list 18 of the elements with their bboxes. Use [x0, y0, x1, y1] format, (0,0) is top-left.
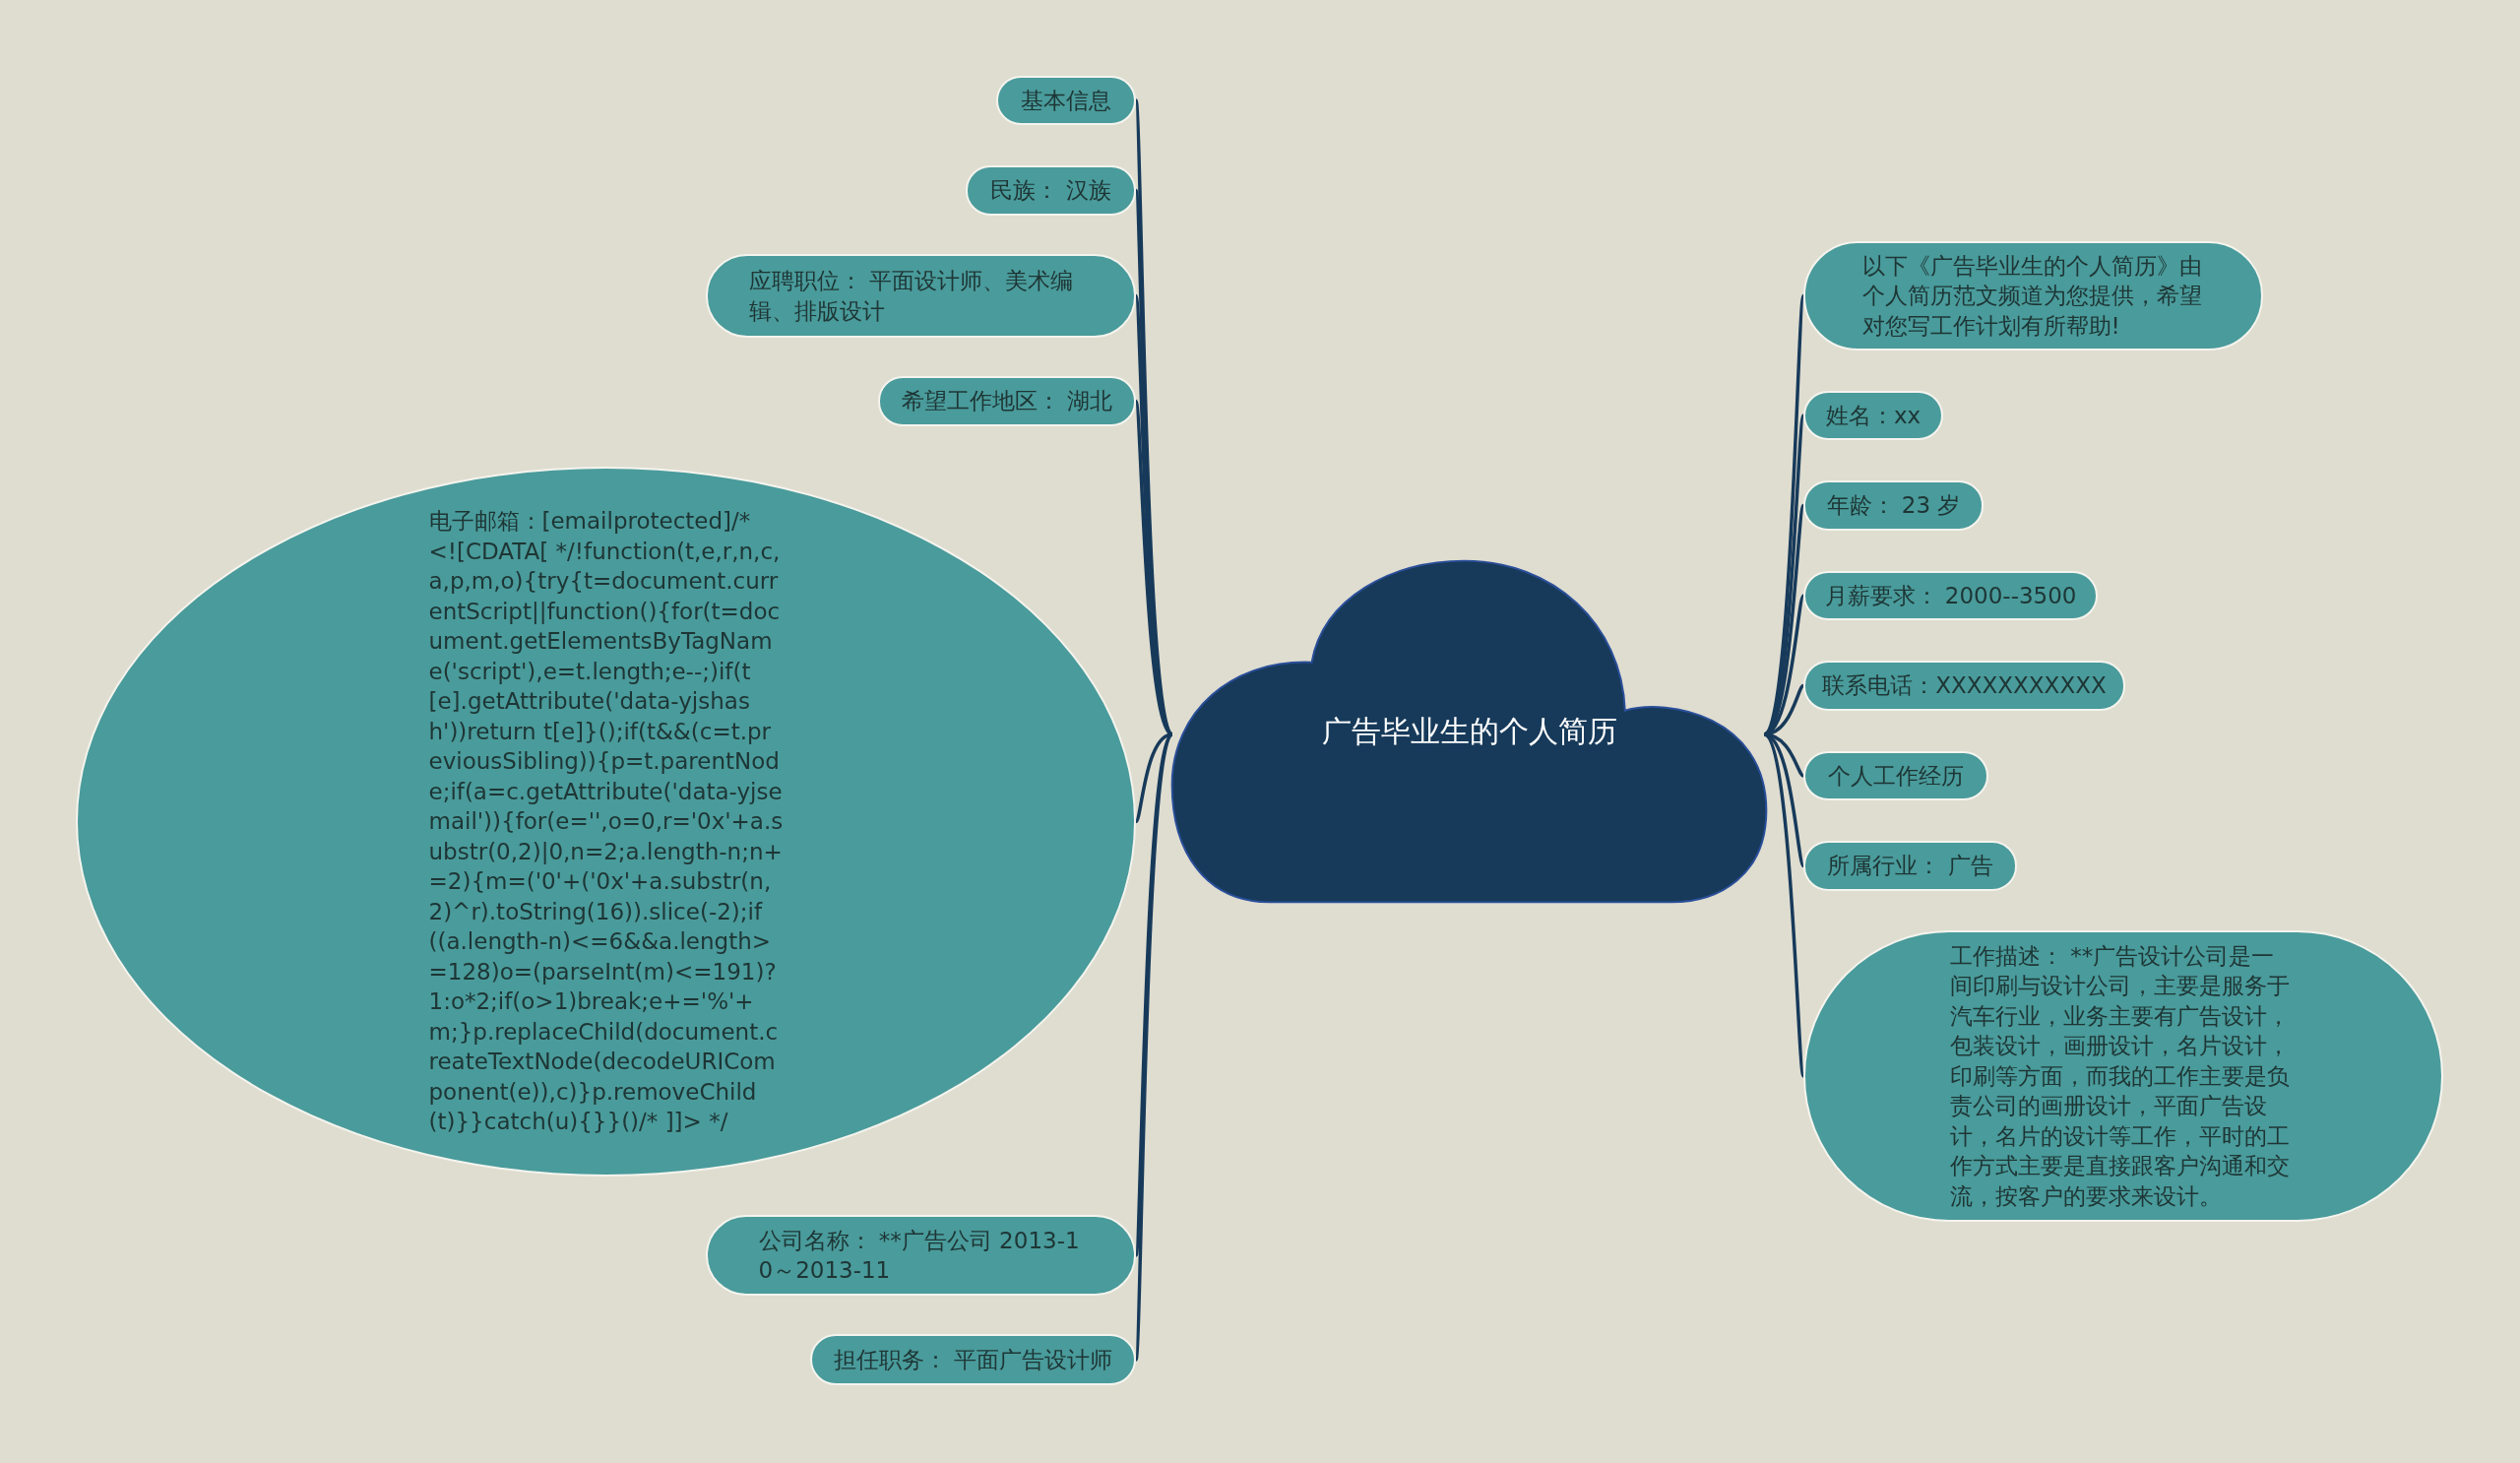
topic-bubble: 所属行业： 广告	[1803, 841, 2017, 891]
topic-bubble: 担任职务： 平面广告设计师	[810, 1334, 1136, 1385]
topic-bubble: 基本信息	[996, 76, 1136, 125]
topic-bubble: 公司名称： **广告公司 2013-10～2013-11	[706, 1215, 1136, 1296]
topic-bubble: 民族： 汉族	[966, 165, 1136, 216]
topic-bubble: 以下《广告毕业生的个人简历》由个人简历范文频道为您提供，希望对您写工作计划有所帮助!	[1803, 241, 2263, 350]
topic-bubble: 工作描述： **广告设计公司是一间印刷与设计公司，主要是服务于汽车行业，业务主要有广告设计，包装设计，画册设计，名片设计，印刷等方面，而我的工作主要是负责公司的画册设计，平面广告设计，名片的设计等工作，平时的工作方式主要是直接跟客户沟通和交流，按客户的要求来设计。	[1803, 930, 2443, 1222]
central-topic: 广告毕业生的个人简历	[1321, 712, 1617, 750]
topic-bubble: 年龄： 23 岁	[1803, 480, 1984, 531]
topic-bubble: 姓名：xx	[1803, 391, 1943, 440]
cloud-shape	[1170, 559, 1768, 904]
topic-bubble: 月薪要求： 2000--3500	[1803, 571, 2098, 620]
topic-bubble: 应聘职位： 平面设计师、美术编辑、排版设计	[706, 254, 1136, 338]
topic-bubble: 电子邮箱：[emailprotected]/* <![CDATA[ */!function(t,e,r,n,c,a,p,m,o){try{t=document.currentScript||function(){for(t=document.getElementsByTagName('script'),e=t.length;e--;)if(t[e].getAttribute('data-yjshash'))return t[e]}();if(t&&(c=t.previousSibling)){p=t.parentNode;if(a=c.getAttribute('data-yjsemail')){for(e='',o=0,r='0x'+a.substr(0,2)|0,n=2;a.length-n;n+=2){m=('0'+('0x'+a.substr(n,2)^r).toString(16)).slice(-2);if((a.length-n)<=6&&a.length>=128)o=(parseInt(m)<=191)?1:o*2;if(o>1)break;e+='%'+m;}p.replaceChild(document.createTextNode(decodeURIComponent(e)),c)}p.removeChild(t)}}catch(u){}}()/* ]]> */	[76, 467, 1136, 1177]
topic-bubble: 联系电话：XXXXXXXXXXX	[1803, 661, 2125, 711]
branch-line	[1134, 733, 1174, 1361]
topic-bubble: 个人工作经历	[1803, 751, 1988, 800]
topic-bubble: 希望工作地区： 湖北	[878, 376, 1136, 426]
